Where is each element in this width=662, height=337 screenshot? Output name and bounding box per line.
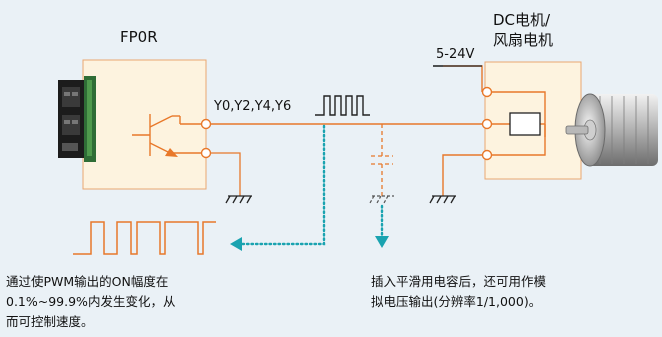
pwm-note-line-2: 0.1%~99.9%内发生变化，从 xyxy=(6,294,176,309)
plc-title: FP0R xyxy=(120,28,158,46)
plc-module-image xyxy=(58,76,96,162)
motor-title-line1: DC电机/ xyxy=(493,11,551,29)
supply-voltage-label: 5-24V xyxy=(436,47,475,62)
pwm-note-line-1: 通过使PWM输出的ON幅度在 xyxy=(6,274,169,289)
motor-ground xyxy=(429,195,456,204)
motor-terminal-2 xyxy=(481,118,493,130)
pwm-waveform-large xyxy=(73,221,216,255)
motor-coil xyxy=(509,112,541,136)
motor-terminal-1 xyxy=(481,86,493,98)
capacitor-note-line-1: 插入平滑用电容后，还可用作模 xyxy=(371,274,547,289)
motor-terminal-3 xyxy=(481,149,493,161)
capacitor-ground xyxy=(369,195,394,204)
plc-terminal-common xyxy=(200,147,212,159)
pwm-note-arrowhead xyxy=(230,237,242,251)
capacitor-note: 插入平滑用电容后，还可用作模 拟电压输出(分辨率1/1,000)。 xyxy=(371,272,651,312)
pwm-note-pointer xyxy=(240,124,326,246)
pwm-note-line-3: 而可控制速度。 xyxy=(6,314,94,329)
capacitor-note-line-2: 拟电压输出(分辨率1/1,000)。 xyxy=(371,294,542,309)
pwm-waveform-small xyxy=(315,95,370,116)
plc-ground xyxy=(210,152,252,204)
output-terminals-label: Y0,Y2,Y4,Y6 xyxy=(214,99,292,114)
capacitor-note-arrowhead xyxy=(375,236,389,248)
pwm-note: 通过使PWM输出的ON幅度在 0.1%~99.9%内发生变化，从 而可控制速度。 xyxy=(6,272,266,332)
smoothing-capacitor xyxy=(371,124,393,196)
motor-title-line2: 风扇电机 xyxy=(493,31,554,49)
dc-motor-image xyxy=(565,93,658,167)
plc-terminal-output xyxy=(200,118,212,130)
transistor-emitter-arrow xyxy=(165,148,178,157)
